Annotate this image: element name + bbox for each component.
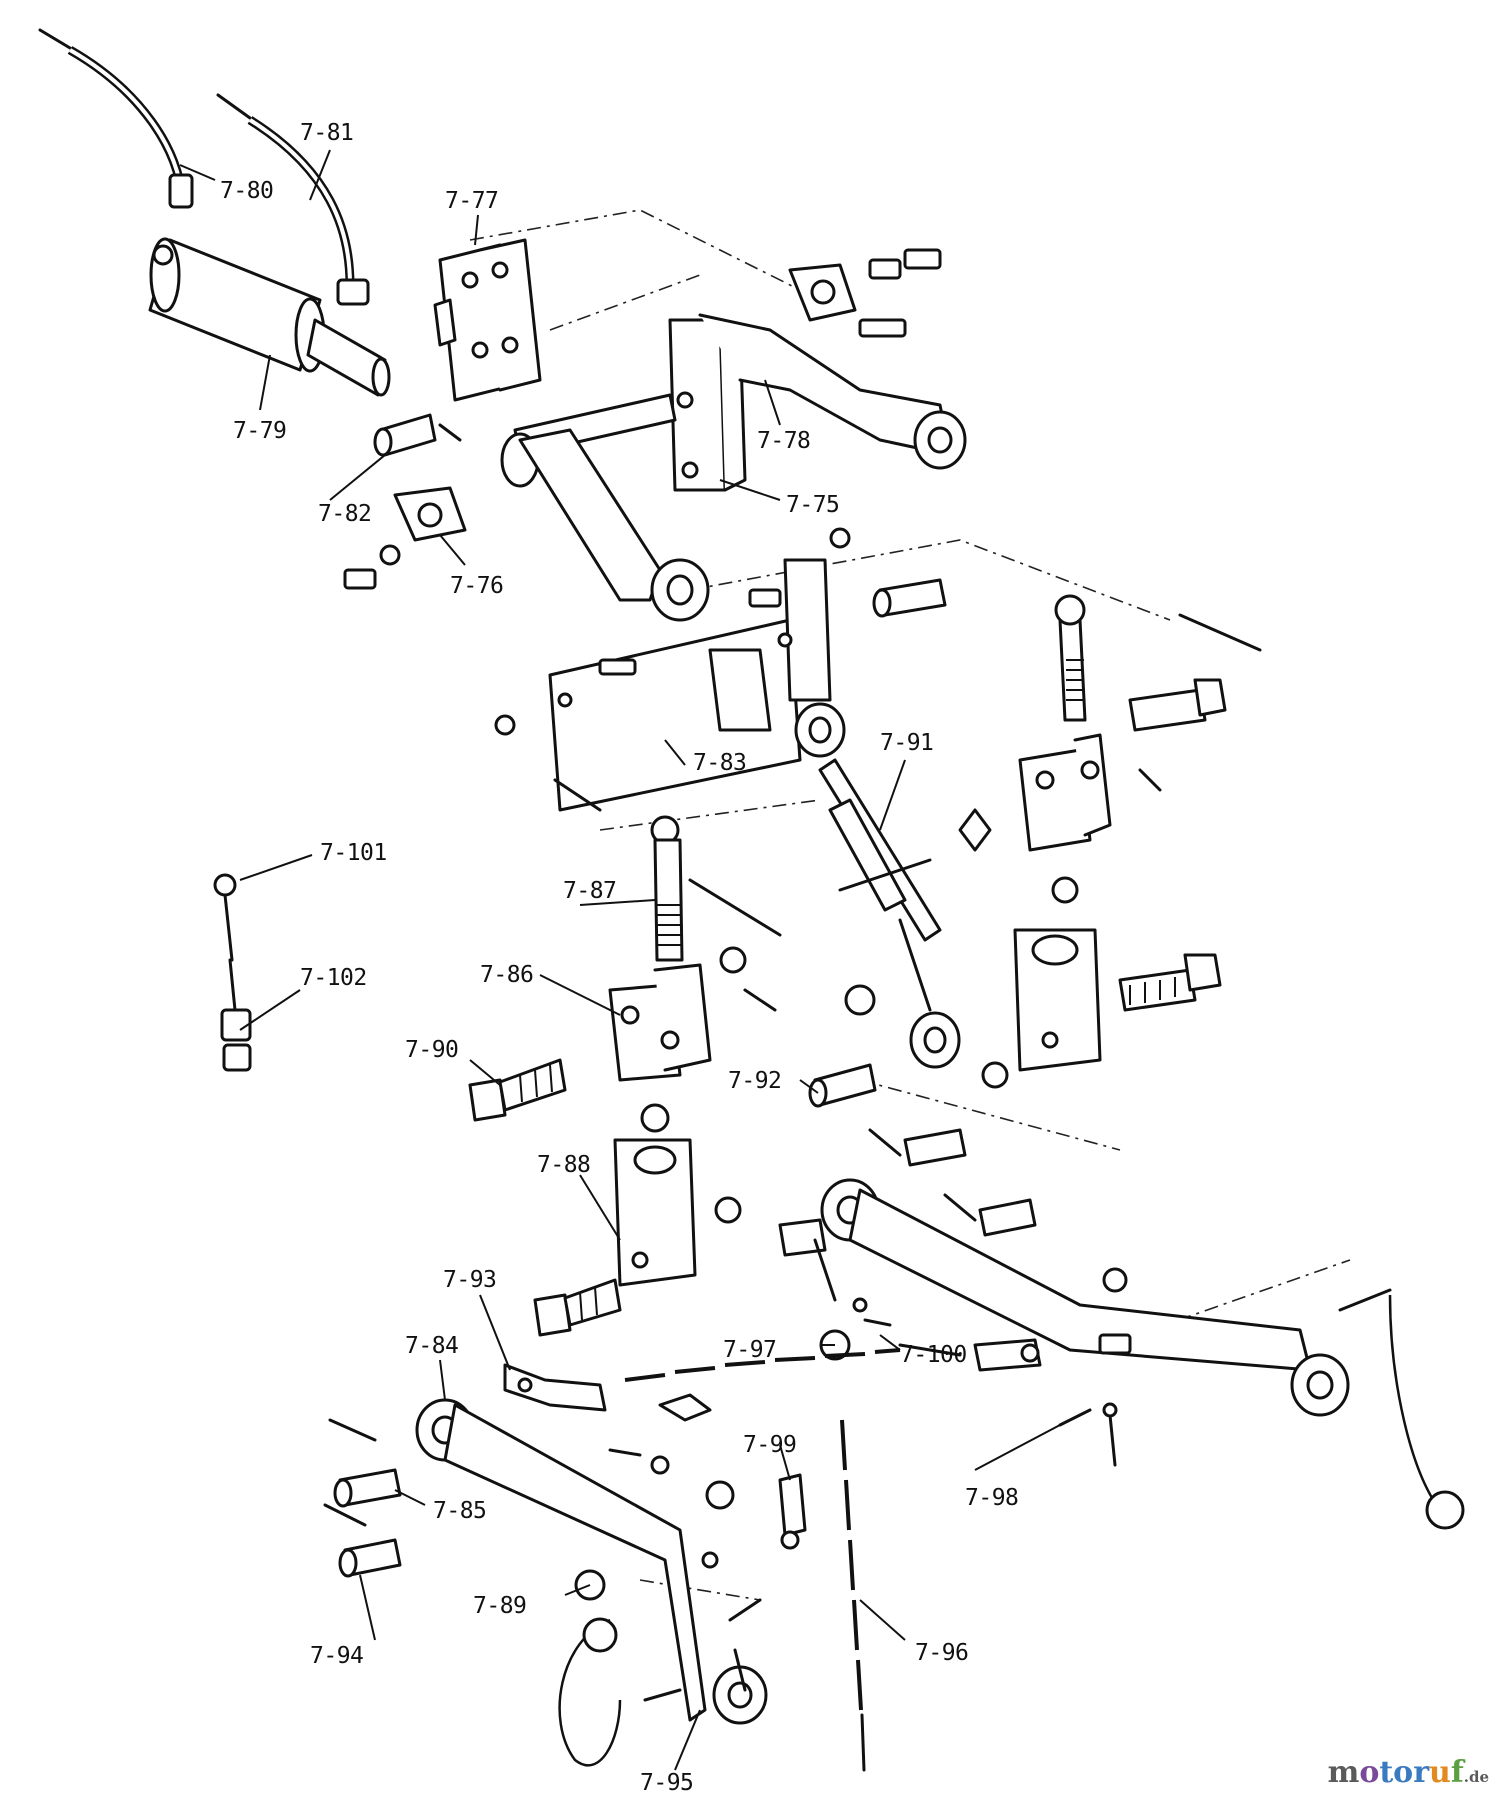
label-7-92: 7-92 [728,1068,781,1094]
watermark-part-5: f [1450,1755,1464,1790]
bracket-7-93 [503,1363,607,1412]
label-7-82: 7-82 [318,501,371,527]
lower-link-right [820,1128,1350,1417]
watermark-logo: motoruf.de [1328,1755,1489,1790]
clevis-bracket-right-lower [981,768,1222,1089]
label-7-90: 7-90 [405,1037,458,1063]
callout-labels: 7-80 7-81 7-77 7-79 7-82 7-76 7-78 7-75 … [220,120,1019,1796]
hanging-chain-left [558,1617,682,1767]
hydraulic-cylinder-7-79 [148,237,391,397]
pin-7-98 [1058,1402,1118,1467]
clevis-7-88 [533,1103,742,1337]
label-7-101: 7-101 [320,840,387,866]
label-7-95: 7-95 [640,1770,693,1796]
pin-7-94 [323,1503,402,1578]
label-7-97: 7-97 [723,1337,776,1363]
hydraulic-hose-7-80 [38,28,194,209]
watermark-part-4: u [1429,1755,1451,1790]
small-fasteners-middle [574,1393,807,1692]
watermark-part-3: tor [1379,1755,1430,1790]
upper-frame-7-75 [500,313,967,622]
label-7-83: 7-83 [693,750,746,776]
lower-link-7-84 [415,1398,768,1725]
hydraulic-hose-7-81 [216,93,370,306]
label-7-100: 7-100 [900,1342,967,1368]
label-7-89: 7-89 [473,1593,526,1619]
bolt-7-90 [468,1058,567,1122]
label-7-81: 7-81 [300,120,353,146]
label-7-77: 7-77 [445,188,498,214]
chain-bracket-7-97 [778,1218,851,1361]
bracket-plate-7-77 [433,238,542,402]
watermark-part-1: m [1327,1755,1360,1790]
top-link-7-91 [794,702,961,1069]
flange-7-76-lower [343,486,467,590]
drawbar-frame-7-83 [494,527,851,812]
pin-7-100 [852,1297,892,1327]
label-7-87: 7-87 [563,878,616,904]
label-7-84: 7-84 [405,1333,458,1359]
label-7-96: 7-96 [915,1640,968,1666]
check-chain-7-96 [840,1419,866,1772]
grease-nipple-7-101 [213,873,237,962]
label-7-76: 7-76 [450,573,503,599]
label-7-79: 7-79 [233,418,286,444]
label-7-75: 7-75 [786,492,839,518]
clevis-bracket-right-upper [1018,733,1112,852]
label-7-91: 7-91 [880,730,933,756]
label-7-86: 7-86 [480,962,533,988]
hanging-chain-right [1338,1288,1465,1530]
clevis-bracket-7-86 [608,946,777,1082]
label-7-98: 7-98 [965,1485,1018,1511]
label-7-80: 7-80 [220,178,273,204]
label-7-94: 7-94 [310,1643,363,1669]
pins-and-bolts-upper-right [872,578,1262,852]
leader-lines [179,149,1061,1771]
flange-7-76-upper [788,248,942,338]
stabilizer-chain [624,1338,1042,1382]
watermark-part-6: .de [1463,1768,1489,1786]
label-7-102: 7-102 [300,965,367,991]
label-7-93: 7-93 [443,1267,496,1293]
label-7-85: 7-85 [433,1498,486,1524]
watermark-part-2: o [1359,1755,1380,1790]
bolt-pin-7-87 [553,778,782,962]
clevis-pin-7-82 [373,413,462,457]
pin-7-85 [328,1418,402,1508]
threaded-insert-7-102 [220,958,252,1072]
label-7-88: 7-88 [537,1152,590,1178]
label-7-99: 7-99 [743,1432,796,1458]
pin-7-92 [808,984,877,1108]
label-7-78: 7-78 [757,428,810,454]
